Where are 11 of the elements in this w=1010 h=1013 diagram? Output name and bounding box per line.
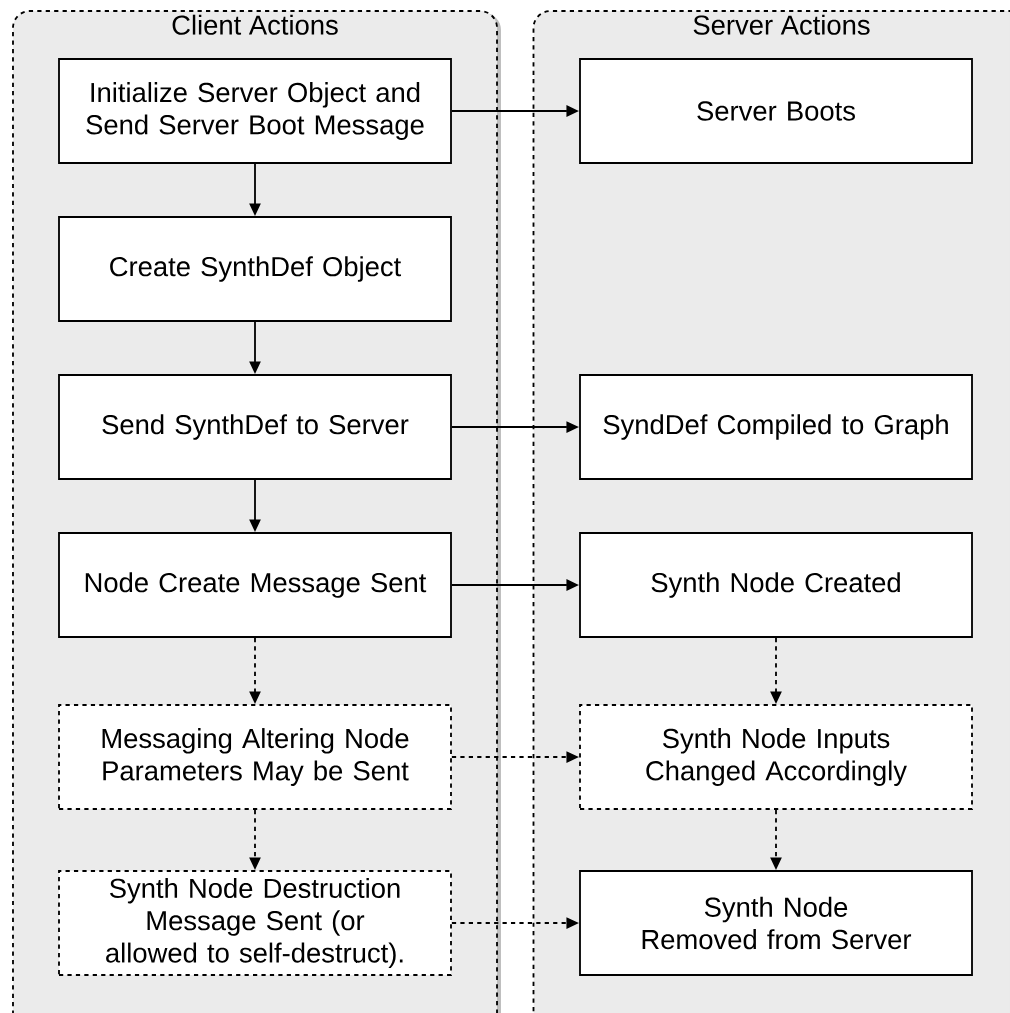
process-box: Synth Node Destruction Message Sent (or allowed to self-destruct). — [58, 870, 452, 976]
process-box: Messaging Altering Node Parameters May be Sent — [58, 704, 452, 810]
process-box: Create SynthDef Object — [58, 216, 452, 322]
process-box: Server Boots — [579, 58, 973, 164]
process-box: SyndDef Compiled to Graph — [579, 374, 973, 480]
process-box: Synth Node Inputs Changed Accordingly — [579, 704, 973, 810]
process-box: Synth Node Created — [579, 532, 973, 638]
process-box: Initialize Server Object and Send Server Boot Message — [58, 58, 452, 164]
process-box: Send SynthDef to Server — [58, 374, 452, 480]
process-box: Synth Node Removed from Server — [579, 870, 973, 976]
process-box: Node Create Message Sent — [58, 532, 452, 638]
